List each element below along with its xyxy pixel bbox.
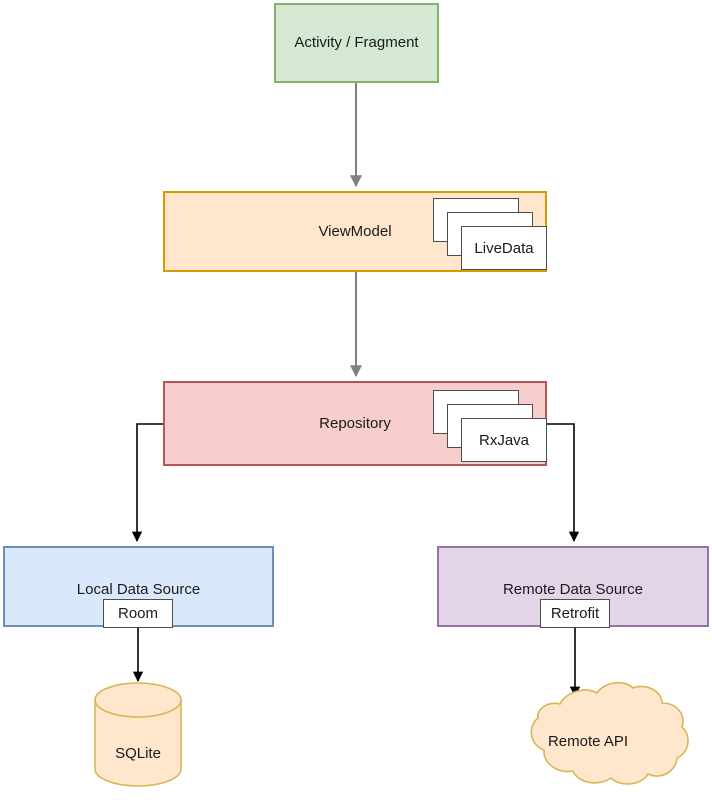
node-activity-fragment[interactable]: Activity / Fragment: [274, 3, 439, 83]
livedata-card-front[interactable]: LiveData: [461, 226, 547, 270]
sqlite-cylinder-shape: [94, 682, 182, 787]
livedata-label: LiveData: [474, 239, 534, 257]
edge-repository-to-local: [131, 423, 163, 543]
node-sqlite-label: SQLite: [115, 745, 161, 762]
node-viewmodel-label: ViewModel: [318, 222, 392, 240]
node-repository-label: Repository: [319, 414, 391, 432]
node-remote-api-label: Remote API: [547, 733, 629, 750]
subbox-retrofit[interactable]: Retrofit: [540, 599, 610, 628]
subbox-room-label: Room: [117, 605, 158, 622]
stack-livedata[interactable]: LiveData: [433, 198, 547, 288]
node-local-data-source-label: Local Data Source: [76, 581, 201, 598]
rxjava-label: RxJava: [478, 431, 530, 449]
node-activity-fragment-label: Activity / Fragment: [294, 34, 419, 51]
stack-rxjava[interactable]: RxJava: [433, 390, 547, 480]
edge-repository-to-remote: [547, 423, 580, 543]
subbox-retrofit-label: Retrofit: [550, 605, 600, 622]
rxjava-card-front[interactable]: RxJava: [461, 418, 547, 462]
subbox-room[interactable]: Room: [103, 599, 173, 628]
remote-api-cloud-shape: [530, 681, 689, 785]
node-remote-data-source-label: Remote Data Source: [502, 581, 644, 598]
